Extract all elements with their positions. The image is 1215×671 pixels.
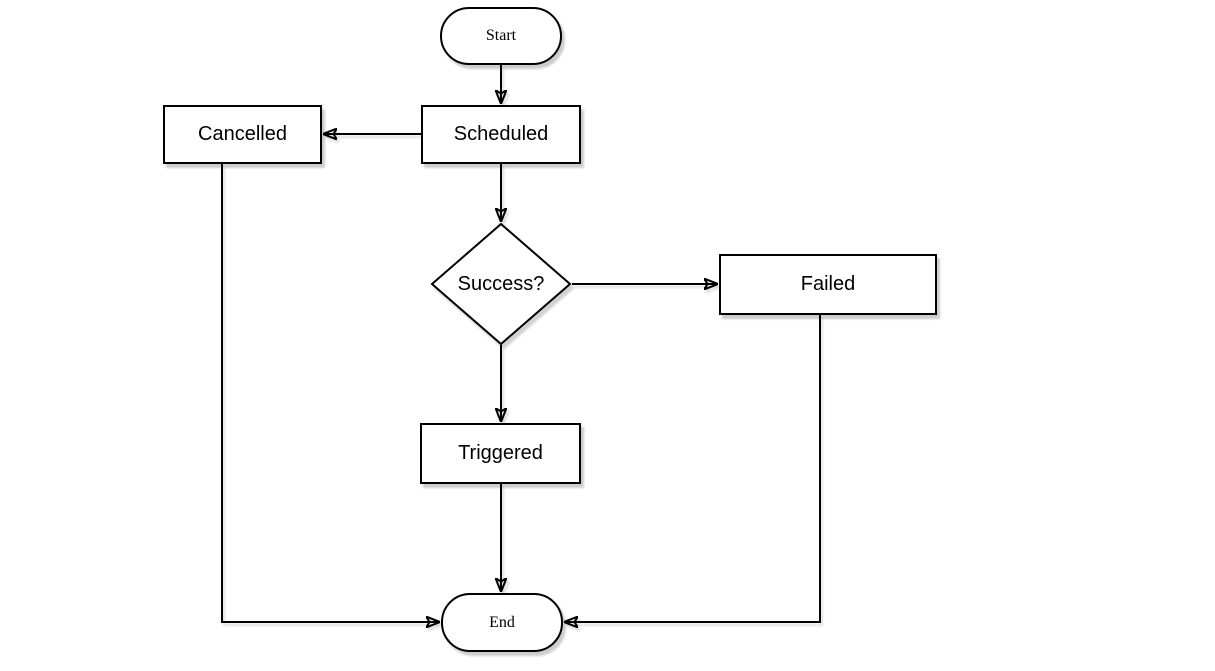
edge-failed-to-end <box>565 315 821 622</box>
node-start: Start <box>440 7 562 65</box>
node-failed-label: Failed <box>800 273 856 295</box>
node-scheduled-label: Scheduled <box>453 123 549 145</box>
diamond-shape <box>430 223 572 345</box>
node-triggered: Triggered <box>420 423 581 484</box>
node-end: End <box>441 593 563 652</box>
node-cancelled: Cancelled <box>163 105 322 164</box>
node-triggered-label: Triggered <box>458 442 543 464</box>
node-success-label: Success? <box>457 272 545 295</box>
edge-cancelled-to-end <box>221 164 439 622</box>
node-success: Success? <box>430 223 572 345</box>
node-cancelled-label: Cancelled <box>198 123 287 145</box>
node-start-label: Start <box>485 27 517 44</box>
node-scheduled: Scheduled <box>421 105 581 164</box>
node-failed: Failed <box>719 254 937 315</box>
node-end-label: End <box>489 613 515 631</box>
